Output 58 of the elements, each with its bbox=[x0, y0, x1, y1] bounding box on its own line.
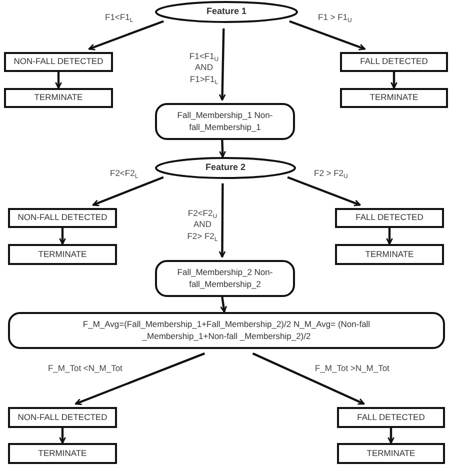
decision-ellipse bbox=[155, 157, 296, 179]
node-text: Feature 2 bbox=[204, 162, 247, 174]
result-box bbox=[8, 443, 117, 464]
result-box bbox=[8, 407, 117, 428]
edge-label: F1 > F1$_{U}$ bbox=[318, 12, 353, 24]
process-box bbox=[155, 103, 295, 140]
arrow bbox=[59, 228, 66, 245]
node-text: TERMINATE bbox=[37, 448, 88, 460]
arrow bbox=[289, 20, 366, 50]
node-text: Feature 1 bbox=[205, 6, 248, 18]
edge-label: F2<F2$_{L}$ bbox=[110, 168, 140, 180]
node-text: FALL DETECTED bbox=[359, 56, 429, 68]
node-text: FALL DETECTED bbox=[354, 212, 424, 224]
result-box bbox=[340, 52, 448, 72]
arrow bbox=[386, 228, 393, 245]
arrow bbox=[252, 352, 365, 405]
arrow bbox=[388, 428, 394, 444]
process-box bbox=[8, 312, 445, 349]
result-box bbox=[8, 244, 117, 265]
result-box bbox=[8, 208, 117, 228]
arrow bbox=[218, 28, 226, 101]
edge-label: F2<F2$_{U}$ AND F2> F2$_{L}$ bbox=[186, 208, 219, 242]
edge-label: F2 > F2$_{U}$ bbox=[314, 168, 349, 180]
arrow bbox=[287, 176, 361, 206]
result-box bbox=[4, 52, 113, 72]
arrow bbox=[220, 296, 227, 313]
arrow bbox=[88, 20, 164, 50]
node-text: NON-FALL DETECTED bbox=[16, 412, 108, 424]
edge-label: F_M_Tot <N_M_Tot bbox=[48, 363, 124, 374]
result-box bbox=[335, 244, 444, 265]
node-text: Fall_Membership_2 Non-fall_Membership_2 bbox=[176, 267, 274, 290]
node-text: F_M_Avg=(Fall_Membership_1+Fall_Membership_2)/2 N_M_Avg= (Non-fall _Membership_1+Non-fall _Membership_2)/2 bbox=[82, 319, 372, 342]
result-box bbox=[340, 88, 448, 108]
arrow bbox=[59, 428, 66, 444]
result-box bbox=[337, 443, 445, 464]
node-text: NON-FALL DETECTED bbox=[12, 56, 104, 68]
arrow bbox=[219, 140, 226, 158]
node-text: TERMINATE bbox=[366, 448, 416, 460]
decision-ellipse bbox=[155, 1, 298, 23]
node-text: TERMINATE bbox=[33, 92, 84, 104]
edge-label: F1<F1$_{L}$ bbox=[105, 12, 134, 24]
edge-label: F_M_Tot >N_M_Tot bbox=[315, 363, 390, 374]
node-text: TERMINATE bbox=[37, 248, 88, 260]
result-box bbox=[4, 88, 113, 108]
node-text: FALL DETECTED bbox=[356, 412, 426, 424]
arrow bbox=[390, 72, 398, 89]
node-text: Fall_Membership_1 Non-fall_Membership_1 bbox=[176, 110, 274, 133]
node-text: TERMINATE bbox=[364, 248, 415, 260]
arrow bbox=[218, 183, 226, 258]
arrow bbox=[74, 352, 206, 406]
arrow bbox=[92, 176, 164, 206]
result-box bbox=[337, 407, 445, 428]
edge-label: F1<F1$_{U}$ AND F1>F1$_{L}$ bbox=[188, 51, 220, 86]
process-box bbox=[155, 260, 295, 297]
result-box bbox=[335, 208, 444, 228]
arrow bbox=[55, 72, 62, 89]
node-text: TERMINATE bbox=[368, 92, 420, 104]
node-text: NON-FALL DETECTED bbox=[16, 212, 108, 224]
